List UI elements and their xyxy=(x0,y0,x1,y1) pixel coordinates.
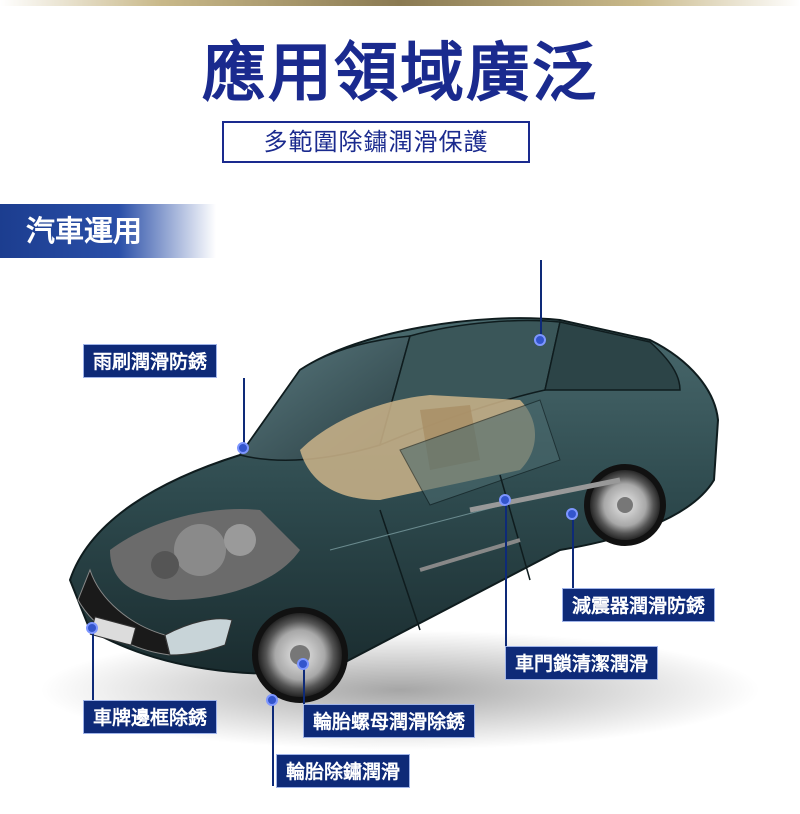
callout-nut: 輪胎螺母潤滑除銹 xyxy=(303,704,476,738)
section-tag-automotive: 汽車運用 xyxy=(0,204,216,258)
rear-window xyxy=(544,321,681,391)
top-decorative-bar xyxy=(0,0,800,6)
callout-door-lock: 車門鎖清潔潤滑 xyxy=(505,646,659,680)
leader-line-nut xyxy=(303,664,305,706)
callout-wiper: 雨刷潤滑防銹 xyxy=(83,344,218,378)
subtitle-box: 多範圍除鏽潤滑保護 xyxy=(222,121,530,163)
callout-shock: 減震器潤滑防銹 xyxy=(562,588,716,622)
callout-dot-plate xyxy=(86,622,98,634)
callout-plate-frame: 車牌邊框除銹 xyxy=(83,700,218,734)
callout-dot-roof xyxy=(534,334,546,346)
callout-dot-tire xyxy=(266,694,278,706)
leader-line-wiper xyxy=(243,378,245,450)
headlight xyxy=(164,618,233,656)
leader-line-roof xyxy=(540,260,542,342)
callout-dot-shock xyxy=(566,508,578,520)
leader-line-door-lock xyxy=(505,500,507,646)
leader-line-plate xyxy=(92,628,94,702)
callout-dot-door-lock xyxy=(499,494,511,506)
car-illustration xyxy=(40,317,760,750)
callout-dot-nut xyxy=(297,658,309,670)
leader-line-shock xyxy=(572,516,574,588)
side-window xyxy=(399,399,561,506)
page-title: 應用領域廣泛 xyxy=(202,37,598,111)
leader-line-tire xyxy=(272,700,274,786)
callout-dot-wiper xyxy=(237,442,249,454)
callout-tire: 輪胎除鏽潤滑 xyxy=(276,754,411,788)
